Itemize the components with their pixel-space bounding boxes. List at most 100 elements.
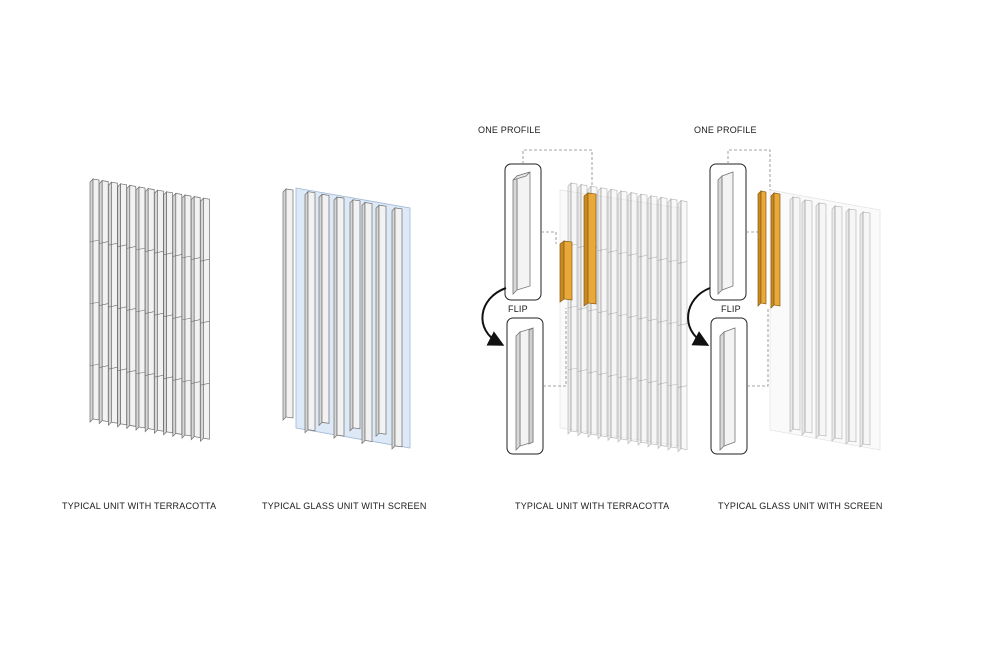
fin-front bbox=[600, 187, 608, 438]
fin-side bbox=[304, 190, 309, 434]
unit-joint-line bbox=[135, 247, 146, 251]
fin-side bbox=[597, 186, 602, 440]
unit-joint-line bbox=[191, 381, 201, 384]
fin-front bbox=[650, 195, 658, 446]
fin-side bbox=[627, 191, 632, 445]
caption-terracotta-unit: TYPICAL UNIT WITH TERRACOTTA bbox=[62, 501, 217, 511]
fin-front bbox=[321, 193, 330, 424]
unit-joint-line bbox=[577, 369, 588, 372]
fin-front bbox=[193, 196, 201, 439]
unit-joint-line bbox=[108, 366, 118, 370]
unit-joint-line bbox=[637, 316, 648, 320]
fin-front bbox=[285, 188, 294, 419]
fin-front bbox=[570, 182, 578, 433]
fin-side bbox=[282, 188, 287, 421]
unit-joint-line bbox=[607, 312, 618, 315]
unit-joint-line bbox=[617, 313, 628, 317]
fin-side bbox=[190, 195, 195, 441]
fin-front bbox=[364, 202, 373, 442]
unit-joint-line bbox=[627, 315, 638, 318]
caption-glass-unit: TYPICAL GLASS UNIT WITH SCREEN bbox=[262, 501, 427, 511]
unit-joint-line bbox=[657, 320, 668, 323]
unit-joint-line bbox=[597, 372, 608, 376]
fin-side bbox=[567, 182, 572, 435]
fin-front bbox=[587, 192, 597, 305]
fin-side bbox=[815, 202, 820, 439]
unit-joint-line bbox=[617, 251, 628, 255]
unit-joint-line bbox=[677, 385, 688, 388]
fin-front bbox=[563, 240, 573, 301]
unit-joint-line bbox=[172, 316, 182, 319]
unit-joint-line bbox=[647, 318, 658, 322]
fin-front bbox=[352, 199, 361, 430]
unit-joint-line bbox=[117, 368, 127, 372]
flip-label-2: FLIP bbox=[721, 304, 741, 314]
caption-terracotta-unit-exploded: TYPICAL UNIT WITH TERRACOTTA bbox=[515, 501, 670, 511]
unit-joint-line bbox=[126, 308, 136, 311]
fin-side bbox=[98, 179, 103, 425]
unit-joint-line bbox=[637, 378, 648, 382]
unit-joint-line bbox=[172, 378, 182, 381]
unit-back-panel bbox=[769, 189, 881, 451]
unit-joint-line bbox=[607, 250, 618, 253]
glass-unit-exploded bbox=[757, 189, 881, 451]
unit-joint-line bbox=[163, 252, 173, 256]
fin-side bbox=[831, 205, 836, 442]
fin-side bbox=[559, 240, 565, 303]
fin-side bbox=[637, 193, 642, 447]
unit-joint-line bbox=[627, 253, 638, 256]
fin-side bbox=[333, 196, 338, 439]
unit-joint-line bbox=[89, 363, 100, 367]
unit-joint-line bbox=[163, 376, 173, 380]
fin-side bbox=[349, 198, 354, 432]
unit-joint-line bbox=[200, 258, 210, 262]
fin-side bbox=[163, 190, 167, 436]
unit-joint-line bbox=[108, 242, 118, 246]
fin-front bbox=[92, 178, 100, 421]
fin-side bbox=[667, 198, 672, 451]
unit-joint-line bbox=[117, 244, 127, 248]
unit-joint-line bbox=[617, 375, 628, 379]
unit-joint-line bbox=[667, 383, 678, 387]
fin-front bbox=[792, 196, 801, 431]
unit-joint-line bbox=[587, 308, 598, 312]
fin-front bbox=[307, 191, 316, 432]
unit-joint-line bbox=[126, 370, 136, 373]
unit-joint-line bbox=[637, 254, 648, 258]
unit-joint-line bbox=[597, 248, 608, 252]
unit-joint-line bbox=[587, 370, 598, 374]
unit-joint-line bbox=[89, 239, 100, 243]
one-profile-label-1: ONE PROFILE bbox=[478, 125, 541, 135]
unit-joint-line bbox=[597, 310, 608, 314]
unit-joint-line bbox=[607, 374, 618, 377]
fin-side bbox=[583, 192, 589, 307]
fin-front bbox=[834, 205, 843, 440]
fin-side bbox=[391, 207, 396, 450]
unit-joint-line bbox=[181, 379, 192, 383]
unit-joint-line bbox=[667, 321, 678, 325]
unit-joint-line bbox=[154, 250, 164, 254]
fin-side bbox=[617, 190, 622, 443]
unit-joint-line bbox=[191, 257, 201, 260]
fin-front bbox=[670, 198, 678, 449]
fin-front bbox=[166, 191, 173, 434]
unit-joint-line bbox=[657, 258, 668, 261]
fin-front bbox=[394, 207, 403, 448]
fin-side bbox=[757, 190, 762, 307]
unit-joint-line bbox=[145, 373, 155, 376]
unit-joint-line bbox=[108, 304, 118, 308]
fin-front bbox=[804, 199, 813, 434]
fin-side bbox=[375, 204, 380, 438]
fin-front bbox=[660, 196, 668, 447]
flip-arrow-2 bbox=[687, 287, 711, 346]
fin-front bbox=[120, 183, 127, 426]
fin-front bbox=[147, 188, 155, 431]
fin-side bbox=[89, 178, 94, 423]
fin-front bbox=[175, 192, 183, 435]
flip-arrow-1 bbox=[481, 287, 507, 346]
unit-joint-line bbox=[647, 380, 658, 384]
fin-front bbox=[818, 202, 827, 437]
fin-side bbox=[200, 197, 204, 443]
fin-side bbox=[108, 181, 112, 427]
terracotta-unit-exploded bbox=[559, 182, 688, 453]
